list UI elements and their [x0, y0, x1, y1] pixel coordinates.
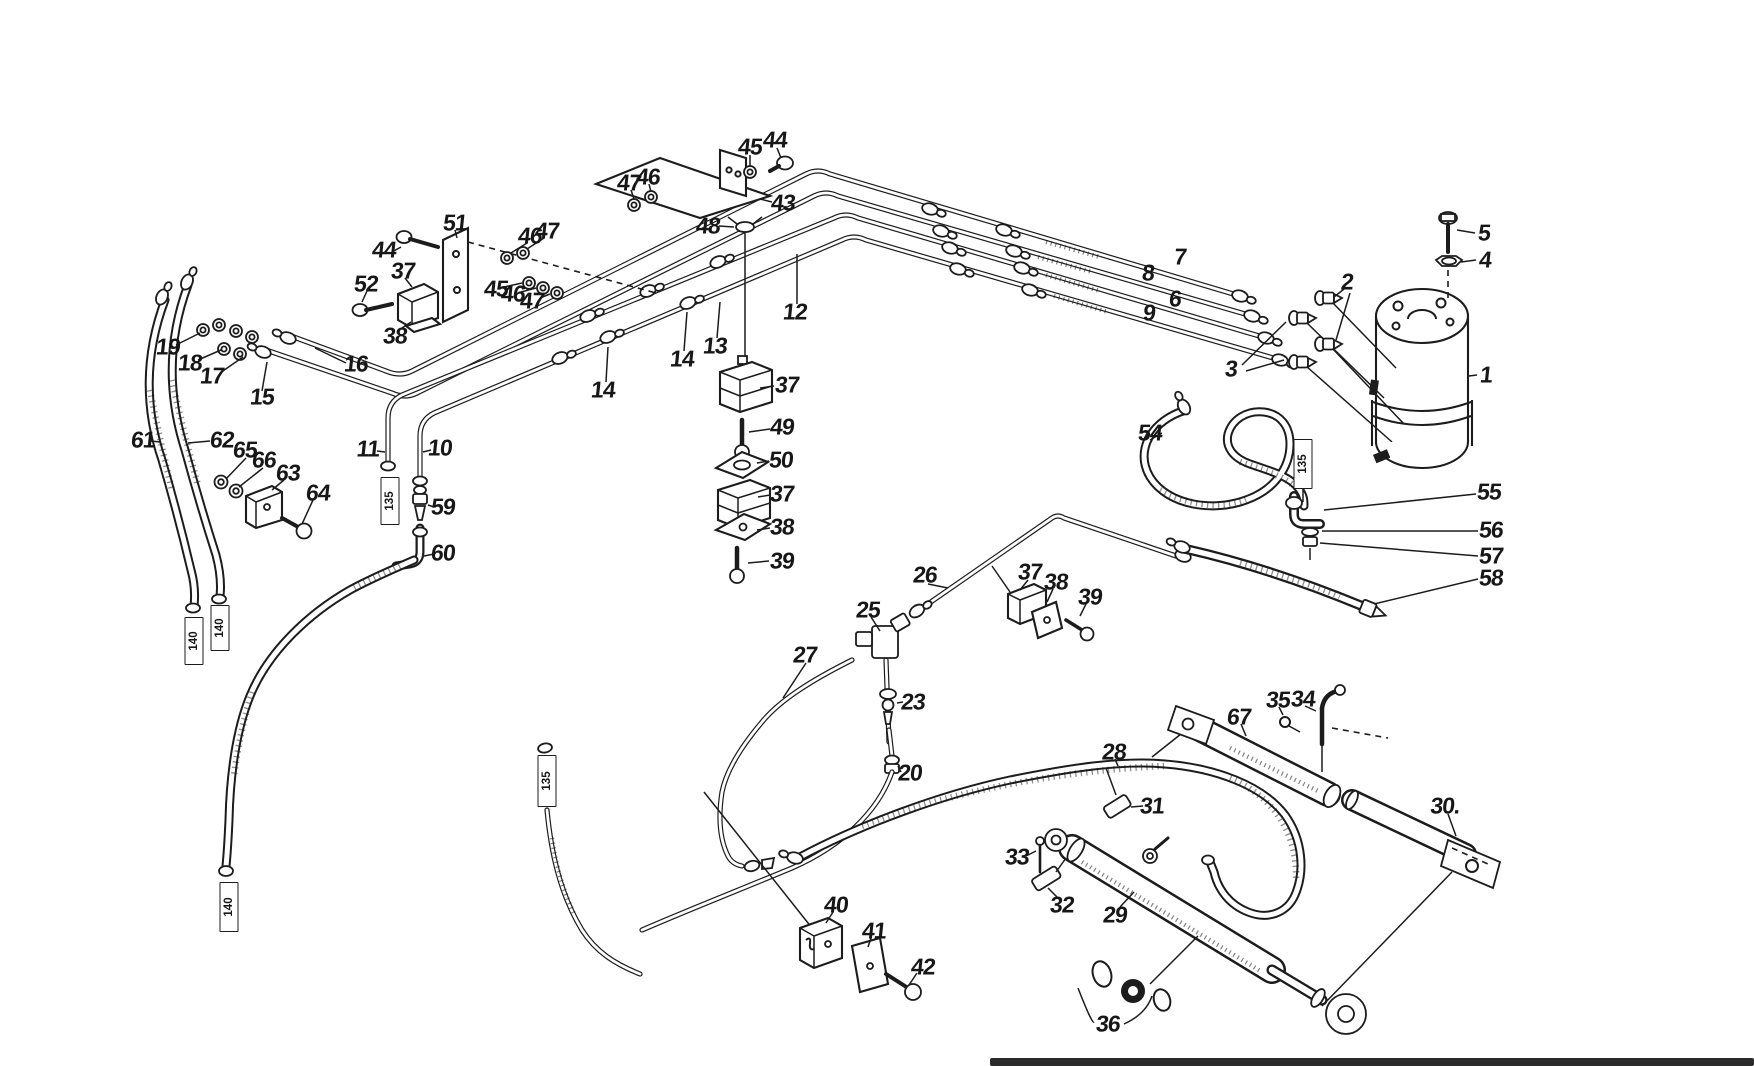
part-label-36: 36	[1094, 1010, 1122, 1037]
part-label-20: 20	[896, 759, 924, 786]
part-label-51: 51	[441, 209, 469, 236]
part-label-59: 59	[429, 493, 457, 520]
hose-sleeve-tag-135: 135	[537, 755, 557, 807]
part-label-52: 52	[352, 270, 380, 297]
part-label-61: 61	[129, 426, 157, 453]
part-label-47: 47	[533, 217, 561, 244]
part-label-47: 47	[518, 287, 546, 314]
part-label-47: 47	[615, 169, 643, 196]
part-label-39: 39	[1076, 583, 1104, 610]
part-label-19: 19	[154, 333, 182, 360]
part-label-49: 49	[768, 413, 796, 440]
part-label-37: 37	[1016, 558, 1044, 585]
part-label-41: 41	[860, 917, 888, 944]
part-label-10: 10	[426, 434, 454, 461]
part-label-40: 40	[822, 891, 850, 918]
part-label-16: 16	[342, 350, 370, 377]
part-label-33: 33	[1003, 843, 1031, 870]
part-label-42: 42	[909, 953, 937, 980]
hose-sleeve-tag-140: 140	[219, 882, 239, 932]
part-label-37: 37	[389, 257, 417, 284]
part-label-14: 14	[668, 345, 696, 372]
part-label-6: 6	[1167, 285, 1183, 312]
part-label-25: 25	[854, 596, 882, 623]
part-label-55: 55	[1475, 478, 1503, 505]
part-label-2: 2	[1339, 268, 1355, 295]
part-label-62: 62	[208, 426, 236, 453]
part-label-11: 11	[355, 435, 381, 462]
part-label-54: 54	[1136, 419, 1164, 446]
part-label-56: 56	[1477, 516, 1505, 543]
part-label-50: 50	[767, 446, 795, 473]
part-label-45: 45	[736, 133, 764, 160]
part-label-38: 38	[1042, 568, 1070, 595]
part-label-4: 4	[1477, 246, 1493, 273]
part-label-31: 31	[1138, 792, 1166, 819]
part-label-3: 3	[1223, 355, 1239, 382]
part-label-34: 34	[1289, 685, 1317, 712]
part-label-8: 8	[1140, 259, 1156, 286]
part-label-39: 39	[768, 547, 796, 574]
part-label-12: 12	[781, 298, 809, 325]
part-label-15: 15	[248, 383, 276, 410]
hose-sleeve-tag-140: 140	[210, 605, 230, 651]
part-label-29: 29	[1101, 901, 1129, 928]
part-label-35: 35	[1264, 686, 1292, 713]
part-label-38: 38	[381, 322, 409, 349]
hose-sleeve-tag-135: 135	[1293, 439, 1313, 489]
part-label-38: 38	[768, 513, 796, 540]
part-label-9: 9	[1141, 299, 1157, 326]
part-label-63: 63	[274, 459, 302, 486]
part-label-43: 43	[769, 189, 797, 216]
part-label-30: 30.	[1429, 792, 1461, 819]
part-label-58: 58	[1477, 564, 1505, 591]
part-label-5: 5	[1476, 219, 1492, 246]
part-label-37: 37	[768, 480, 796, 507]
part-label-60: 60	[429, 539, 457, 566]
part-label-37: 37	[773, 371, 801, 398]
part-label-67: 67	[1225, 703, 1253, 730]
part-label-18: 18	[176, 349, 204, 376]
part-label-44: 44	[761, 126, 789, 153]
part-label-23: 23	[899, 688, 927, 715]
part-label-27: 27	[791, 641, 819, 668]
part-label-26: 26	[911, 561, 939, 588]
part-label-28: 28	[1100, 738, 1128, 765]
hose-sleeve-tag-135: 135	[380, 477, 400, 525]
part-label-32: 32	[1048, 891, 1076, 918]
part-label-1: 1	[1478, 361, 1494, 388]
part-label-17: 17	[198, 362, 226, 389]
part-label-14: 14	[589, 376, 617, 403]
part-label-7: 7	[1172, 243, 1188, 270]
hose-sleeve-tag-140: 140	[184, 617, 204, 665]
part-label-64: 64	[304, 479, 332, 506]
part-label-13: 13	[701, 332, 729, 359]
part-label-48: 48	[694, 212, 722, 239]
part-label-66: 66	[250, 446, 278, 473]
